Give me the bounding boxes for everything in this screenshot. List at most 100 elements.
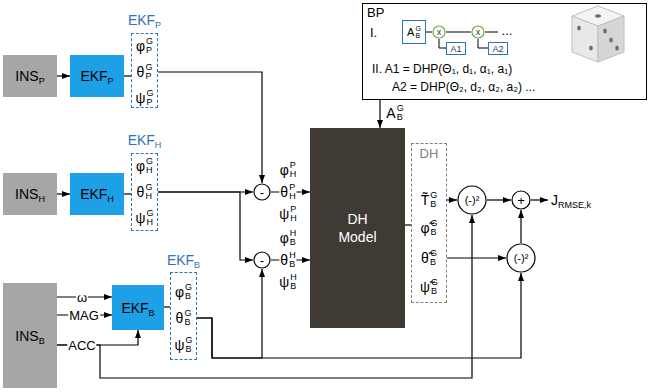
subscript: H	[290, 170, 297, 179]
angle-label: ψHB	[278, 273, 297, 291]
subscript: B	[185, 292, 192, 301]
subscript: B	[39, 336, 45, 346]
filter-box: EKFH	[70, 173, 124, 215]
formula-text: I.	[370, 25, 377, 40]
symbol-letter: ψ̃	[420, 279, 430, 295]
index-stack: GH	[145, 183, 152, 201]
superscript: G	[431, 219, 438, 228]
index-stack: GB	[185, 336, 192, 354]
symbol-letter: ψ	[175, 337, 185, 353]
index-stack: GP	[146, 89, 153, 107]
estimate-group: DHT̃GBφ̃GBθ̃GBψ̃GB	[411, 143, 447, 303]
angle-symbol: AGB	[407, 25, 421, 39]
symbol-letter: ψ	[279, 274, 289, 290]
symbol-letter: φ	[280, 162, 289, 178]
superscript: G	[185, 336, 192, 345]
subscripted-name: EKFH	[128, 132, 162, 148]
symbol-letter: θ	[280, 184, 288, 200]
subscripted-name: EKFB	[167, 252, 200, 268]
superscript: G	[430, 249, 437, 258]
superscript: G	[145, 63, 152, 72]
multiply-circle: x	[471, 25, 485, 39]
symbol-letter: ψ	[136, 90, 146, 106]
angle-label: θHB	[279, 251, 296, 269]
connector	[447, 257, 506, 258]
operator-sign: -	[260, 253, 264, 268]
symbol-letter: T̃	[421, 192, 430, 208]
angle-symbol: φGP	[136, 37, 153, 55]
angle-group: EKFBφGBθGBψGB	[170, 272, 197, 360]
symbol-letter: A	[407, 26, 414, 38]
chain-line	[485, 32, 498, 33]
circle-shape	[458, 186, 486, 214]
circle-shape	[472, 26, 484, 38]
superscript: G	[184, 309, 191, 318]
symbol-letter: θ	[137, 184, 145, 200]
circle-shape	[507, 244, 535, 272]
name-text: EKF	[167, 252, 194, 268]
name-text: INS	[15, 68, 38, 84]
circle-shape	[254, 184, 270, 200]
subscript: B	[290, 238, 297, 247]
superscript: P	[290, 161, 297, 170]
symbol-letter: φ̃	[420, 220, 429, 236]
operator-sign: (-)²	[465, 194, 480, 206]
dice-right	[598, 16, 624, 62]
name-text: EKF	[80, 68, 107, 84]
superscript: G	[415, 25, 420, 32]
superscript: G	[146, 37, 153, 46]
superscript: G	[185, 283, 192, 292]
formula-text: II. A1 = DHP(Θ₁, d₁, α₁, a₁)	[372, 62, 512, 76]
superscript: H	[290, 273, 297, 282]
subscript: H	[155, 140, 162, 150]
superscript: G	[146, 157, 153, 166]
index-stack: PH	[290, 205, 297, 223]
sum-circle: +	[511, 190, 531, 210]
multiply-circle: x	[432, 25, 446, 39]
box-label: A1	[450, 44, 461, 54]
index-stack: GB	[431, 278, 438, 296]
angle-group: EKFPφGPθGPψGP	[131, 33, 158, 108]
angle-row: φGB	[171, 282, 196, 302]
superscript: H	[290, 229, 297, 238]
subscript: B	[184, 318, 191, 327]
signal-name: ω	[77, 290, 87, 305]
superscript: P	[290, 205, 297, 214]
bp-panel: BPI.II. A1 = DHP(Θ₁, d₁, α₁, a₁)A2 = DHP…	[362, 3, 647, 100]
subscript: P	[108, 76, 114, 86]
name-text: EKF	[80, 186, 107, 202]
continuation-dots: ...	[501, 23, 514, 38]
subscript: B	[415, 32, 420, 39]
angle-symbol: ψPH	[279, 205, 296, 223]
operator-sign: (-)²	[514, 252, 529, 264]
symbol-letter: θ	[280, 252, 288, 268]
subscript: RMSE,k	[558, 200, 591, 210]
subscripted-name: EKFB	[121, 300, 154, 316]
subscript: H	[107, 194, 114, 204]
subscripted-name: JRMSE,k	[551, 192, 591, 208]
subscript: P	[155, 20, 161, 30]
angle-label: θPH	[279, 183, 296, 201]
subscripted-name: EKFP	[128, 12, 161, 28]
connector	[197, 269, 262, 358]
matrix-label: AGB	[385, 104, 404, 122]
dice-pip	[615, 45, 619, 50]
signal-label: ACC	[67, 338, 96, 353]
index-stack: GH	[146, 209, 153, 227]
sensor-box: INSH	[3, 173, 57, 215]
angle-row: θGH	[132, 182, 157, 202]
difference-circle: -	[253, 251, 271, 269]
operator-sign: -	[260, 185, 264, 200]
angle-symbol: φ̃GB	[420, 219, 437, 237]
index-stack: GB	[185, 283, 192, 301]
index-stack: HB	[289, 251, 296, 269]
subscript: B	[397, 113, 404, 122]
angle-symbol: φPH	[280, 161, 297, 179]
name-text: INS	[15, 186, 38, 202]
difference-circle: -	[253, 183, 271, 201]
symbol-letter: φ	[136, 158, 145, 174]
subscripted-name: EKFP	[80, 68, 113, 84]
index-stack: GH	[146, 157, 153, 175]
signal-label: ω	[76, 290, 88, 305]
